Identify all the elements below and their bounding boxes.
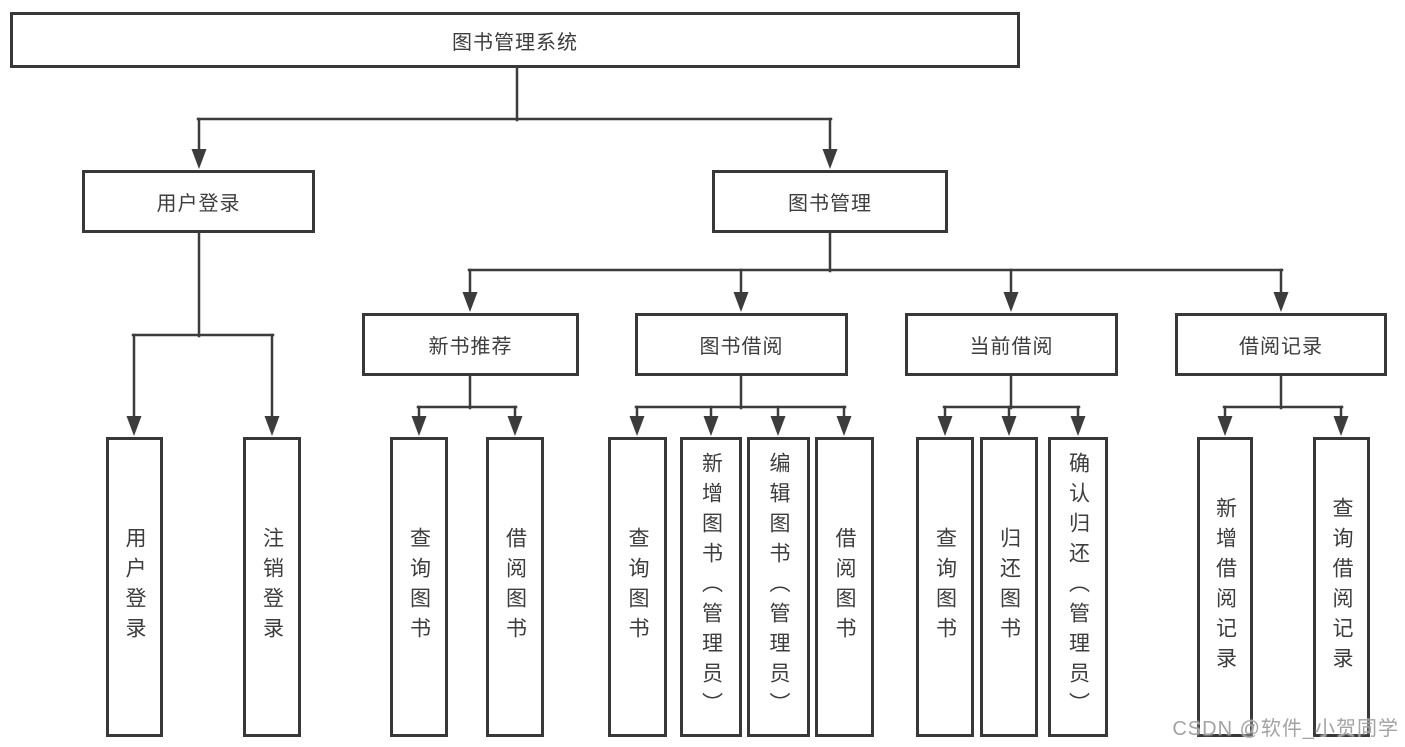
connector-root-to-level2 <box>191 66 838 169</box>
node-label: 用户登录 <box>123 527 146 647</box>
node-label: 图书管理系统 <box>452 31 578 54</box>
connector-book-management-to-level3 <box>462 231 1289 312</box>
node-label: 新增图书（管理员） <box>699 452 723 722</box>
leaf-user-login: 用户登录 <box>106 437 163 737</box>
node-label: 当前借阅 <box>969 336 1054 358</box>
connector-new-book-recommend-to-leaves <box>411 374 523 436</box>
node-label: 新增借阅记录 <box>1213 497 1237 677</box>
node-label: 查询图书 <box>933 527 957 647</box>
node-label: 借阅图书 <box>833 527 856 647</box>
node-label: 注销登录 <box>260 527 284 647</box>
node-label: 借阅图书 <box>503 527 527 647</box>
node-label: 图书借阅 <box>699 336 784 358</box>
leaf-recommend-query-books: 查询图书 <box>390 437 448 737</box>
node-label: 图书管理 <box>788 193 872 215</box>
leaf-query-borrow-record: 查询借阅记录 <box>1313 437 1370 737</box>
connector-user-login-to-leaves <box>126 231 280 436</box>
node-label: 查询借阅记录 <box>1330 497 1353 677</box>
csdn-watermark: CSDN @软件_小贺同学 <box>1172 718 1399 740</box>
node-book-borrow: 图书借阅 <box>635 313 848 376</box>
node-label: 查询图书 <box>626 527 649 647</box>
node-library-management-system: 图书管理系统 <box>10 12 1020 68</box>
node-current-borrow: 当前借阅 <box>905 313 1118 376</box>
leaf-add-borrow-record: 新增借阅记录 <box>1197 437 1253 737</box>
leaf-borrow-books: 借阅图书 <box>815 437 874 737</box>
node-user-login: 用户登录 <box>82 170 315 233</box>
node-label: 归还图书 <box>997 527 1021 647</box>
connector-book-borrow-to-leaves <box>629 374 852 436</box>
leaf-logout: 注销登录 <box>243 437 301 737</box>
leaf-edit-books-admin: 编辑图书（管理员） <box>747 437 810 737</box>
node-label: 借阅记录 <box>1239 336 1323 358</box>
node-label: 用户登录 <box>156 193 241 215</box>
node-label: 确认归还（管理员） <box>1066 452 1090 722</box>
leaf-add-books-admin: 新增图书（管理员） <box>680 437 742 737</box>
connector-borrow-records-to-leaves <box>1217 374 1349 436</box>
leaf-current-query-books: 查询图书 <box>916 437 974 737</box>
leaf-recommend-borrow-books: 借阅图书 <box>486 437 544 737</box>
node-label: 编辑图书（管理员） <box>767 452 790 722</box>
node-label: 新书推荐 <box>428 336 513 358</box>
node-new-book-recommend: 新书推荐 <box>362 313 579 376</box>
leaf-borrow-query-books: 查询图书 <box>608 437 667 737</box>
leaf-return-books: 归还图书 <box>980 437 1038 737</box>
connector-current-borrow-to-leaves <box>937 374 1086 436</box>
leaf-confirm-return-admin: 确认归还（管理员） <box>1048 437 1108 737</box>
node-label: 查询图书 <box>407 527 431 647</box>
node-borrow-records: 借阅记录 <box>1175 313 1387 376</box>
node-book-management: 图书管理 <box>712 170 948 233</box>
